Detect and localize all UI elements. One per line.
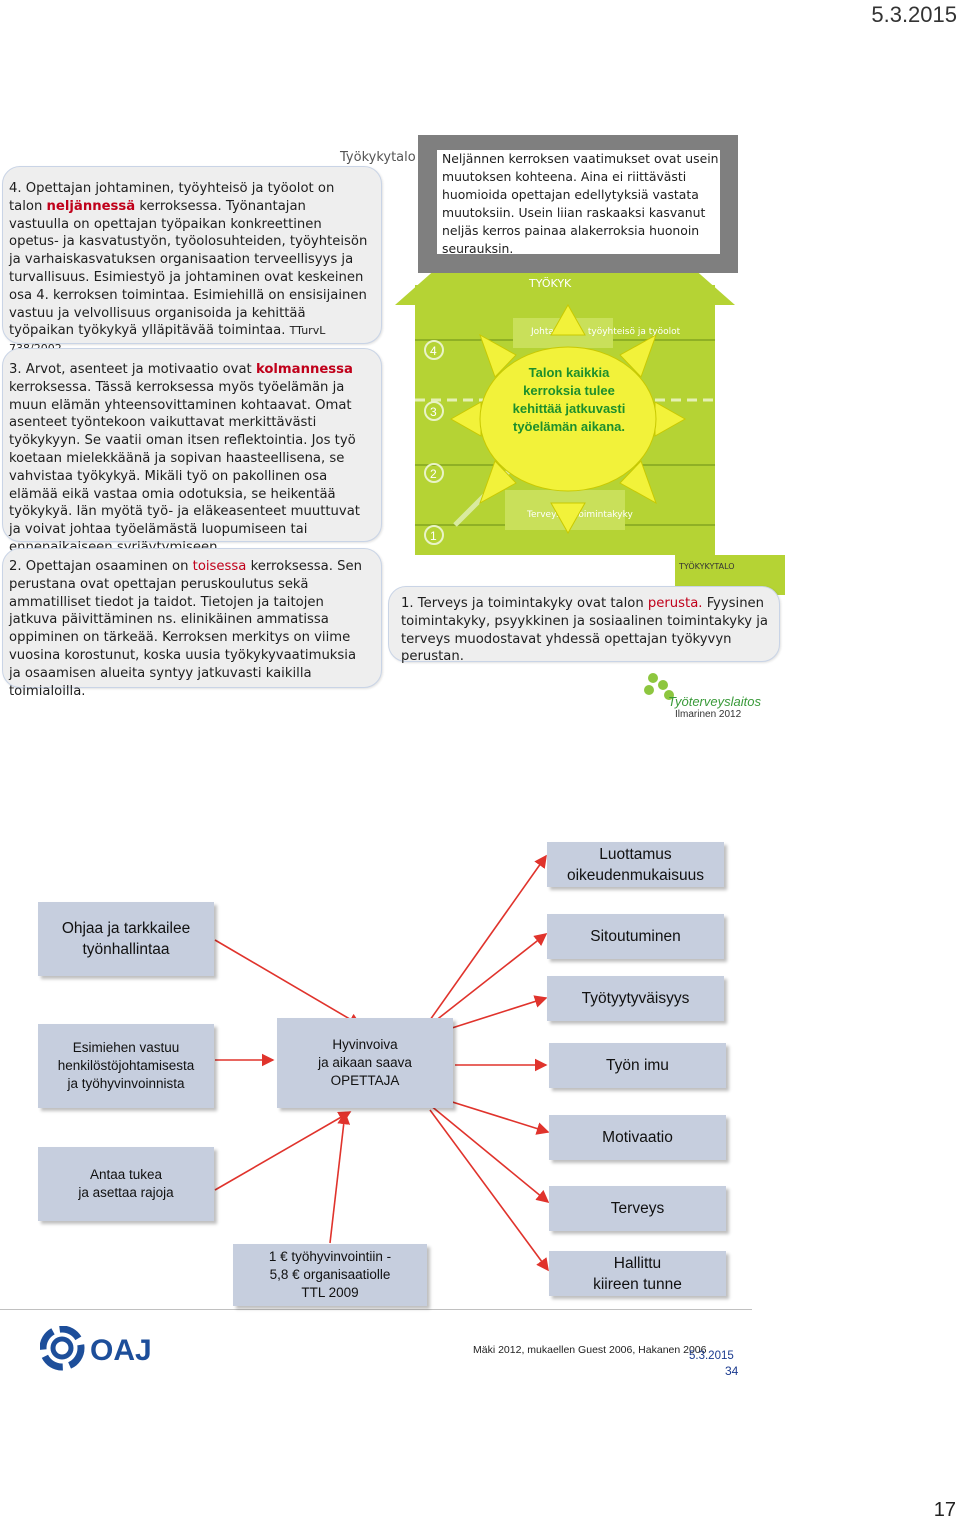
- roof-label: TYÖKYK: [528, 277, 572, 290]
- floor4-bubble: 4. Opettajan johtaminen, työyhteisö ja t…: [2, 166, 382, 344]
- page-date: 5.3.2015: [871, 2, 957, 28]
- top-callout-text: Neljännen kerroksen vaatimukset ovat use…: [437, 150, 720, 254]
- floor1-bubble: 1. Terveys ja toimintakyky ovat talon pe…: [388, 586, 780, 662]
- floor4-number: 4.: [9, 181, 22, 196]
- floor-digit-2: 2: [430, 467, 437, 481]
- oaj-logo-text: OAJ: [90, 1334, 152, 1367]
- right-box-motivation: Motivaatio: [549, 1115, 726, 1160]
- right-box-health: Terveys: [549, 1186, 726, 1231]
- ttl-logo-text: Työterveyslaitos: [668, 694, 761, 709]
- slide-date: 5.3.2015: [689, 1350, 734, 1362]
- oaj-logo: OAJ: [40, 1326, 170, 1372]
- floor4-ordinal: neljännessä: [47, 199, 136, 214]
- floor1-intro: Terveys ja toimintakyky ovat talon: [418, 596, 644, 611]
- right-box-pace: Hallittu kiireen tunne: [549, 1251, 726, 1296]
- slide-credits: Mäki 2012, mukaellen Guest 2006, Hakanen…: [473, 1344, 707, 1356]
- right-box-commitment: Sitoutuminen: [547, 914, 724, 959]
- floor3-number: 3.: [9, 362, 22, 377]
- bottom-box-roi: 1 € työhyvinvointiin - 5,8 € organisaati…: [233, 1244, 427, 1306]
- floor2-bubble: 2. Opettajan osaaminen on toisessa kerro…: [2, 548, 382, 688]
- left-box-guidance: Ohjaa ja tarkkailee työnhallintaa: [38, 902, 214, 976]
- right-box-satisfaction: Työtyytyväisyys: [547, 976, 724, 1021]
- left-box-support: Antaa tukea ja asettaa rajoja: [38, 1147, 214, 1221]
- floor1-ordinal: perusta.: [648, 596, 703, 611]
- floor-digit-3: 3: [430, 405, 437, 419]
- floor1-number: 1.: [401, 596, 414, 611]
- floor3-body: kerroksessa. Tässä kerroksessa myös työe…: [9, 380, 360, 555]
- floor2-after-ordinal: kerroksessa.: [251, 559, 333, 574]
- right-box-trust: Luottamus oikeudenmukaisuus: [547, 842, 724, 887]
- floor3-bubble: 3. Arvot, asenteet ja motivaatio ovat ko…: [2, 348, 382, 542]
- floor3-ordinal: kolmannessa: [256, 362, 353, 377]
- floor2-intro: Opettajan osaaminen on: [26, 559, 189, 574]
- sign-label: TYÖKYKYTALO: [678, 561, 735, 571]
- floor2-ordinal: toisessa: [193, 559, 247, 574]
- page-number: 17: [934, 1499, 956, 1522]
- floor-digit-4: 4: [430, 344, 437, 358]
- center-box-teacher: Hyvinvoiva ja aikaan saava OPETTAJA: [277, 1018, 453, 1108]
- slide-number: 34: [725, 1364, 738, 1378]
- floor-digit-1: 1: [430, 529, 437, 543]
- floor3-intro: Arvot, asenteet ja motivaatio ovat: [26, 362, 252, 377]
- floor2-number: 2.: [9, 559, 22, 574]
- floor2-body: Sen perustana ovat opettajan peruskoulut…: [9, 559, 362, 699]
- sun-message: Talon kaikkia kerroksia tulee kehittää j…: [505, 364, 633, 436]
- left-box-responsibility: Esimiehen vastuu henkilöstöjohtamisesta …: [38, 1024, 214, 1108]
- ttl-logo-sub: Ilmarinen 2012: [675, 709, 741, 717]
- floor4-body: Työnantajan vastuulla on opettajan työpa…: [9, 199, 367, 339]
- floor4-after-ordinal: kerroksessa.: [139, 199, 221, 214]
- slide-bottom-rule: [0, 1309, 752, 1310]
- right-box-engagement: Työn imu: [549, 1043, 726, 1088]
